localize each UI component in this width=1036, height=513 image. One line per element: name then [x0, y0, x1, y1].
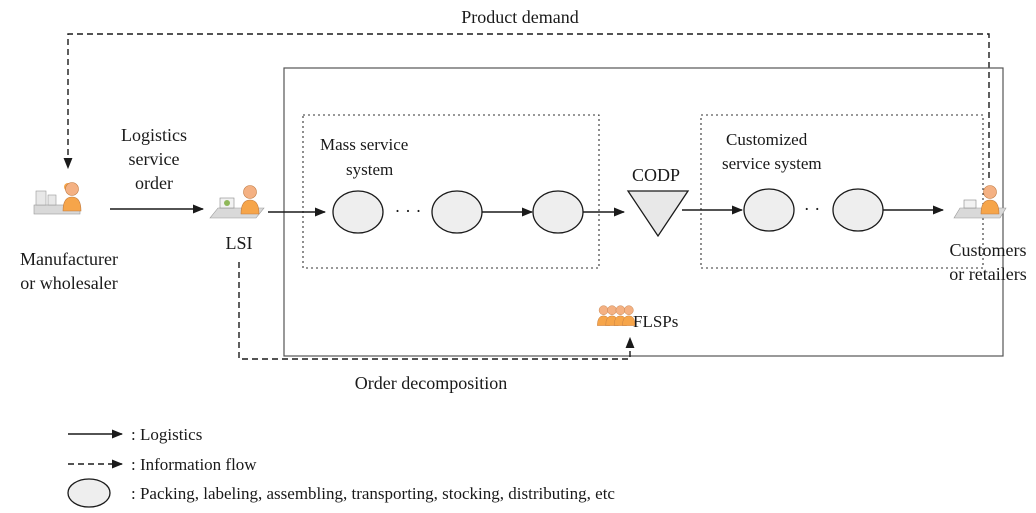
mass-service-system-box	[302, 114, 600, 269]
order-label-3: order	[135, 173, 173, 193]
product-demand-label: Product demand	[461, 7, 578, 27]
legend-information-label: : Information flow	[131, 455, 257, 474]
customized-label-2: service system	[722, 154, 822, 173]
codp-label: CODP	[632, 165, 680, 185]
service-node	[832, 188, 884, 232]
legend-logistics-label: : Logistics	[131, 425, 202, 444]
legend: : Logistics : Information flow : Packing…	[67, 425, 615, 508]
codp-triangle	[626, 190, 690, 238]
custom-dots: · ·	[804, 199, 821, 219]
customer-label-1: Customers	[949, 240, 1026, 260]
manufacturer-icon	[33, 182, 82, 215]
order-decomposition-flow	[238, 262, 635, 360]
lsi-label: LSI	[226, 233, 253, 253]
mass-service-label-2: system	[346, 160, 393, 179]
service-node	[332, 190, 384, 234]
order-label-1: Logistics	[121, 125, 187, 145]
customer-label-2: or retailers	[949, 264, 1026, 284]
legend-node-ellipse	[67, 478, 111, 508]
customized-label-1: Customized	[726, 130, 808, 149]
flsps-label: FLSPs	[633, 312, 678, 331]
manufacturer-label-1: Manufacturer	[20, 249, 118, 269]
customized-service-system-box	[700, 114, 984, 269]
order-label-2: service	[129, 149, 180, 169]
service-node	[743, 188, 795, 232]
flsps-icon	[597, 305, 636, 326]
mass-dots: · · ·	[395, 201, 422, 221]
manufacturer-label-2: or wholesaler	[20, 273, 117, 293]
legend-node-label: : Packing, labeling, assembling, transpo…	[131, 484, 615, 503]
service-node	[431, 190, 483, 234]
mass-service-label-1: Mass service	[320, 135, 408, 154]
customer-icon	[953, 185, 1007, 219]
order-decomposition-label: Order decomposition	[355, 373, 507, 393]
product-demand-flow	[63, 33, 990, 178]
service-node	[532, 190, 584, 234]
lsi-icon	[209, 185, 265, 219]
